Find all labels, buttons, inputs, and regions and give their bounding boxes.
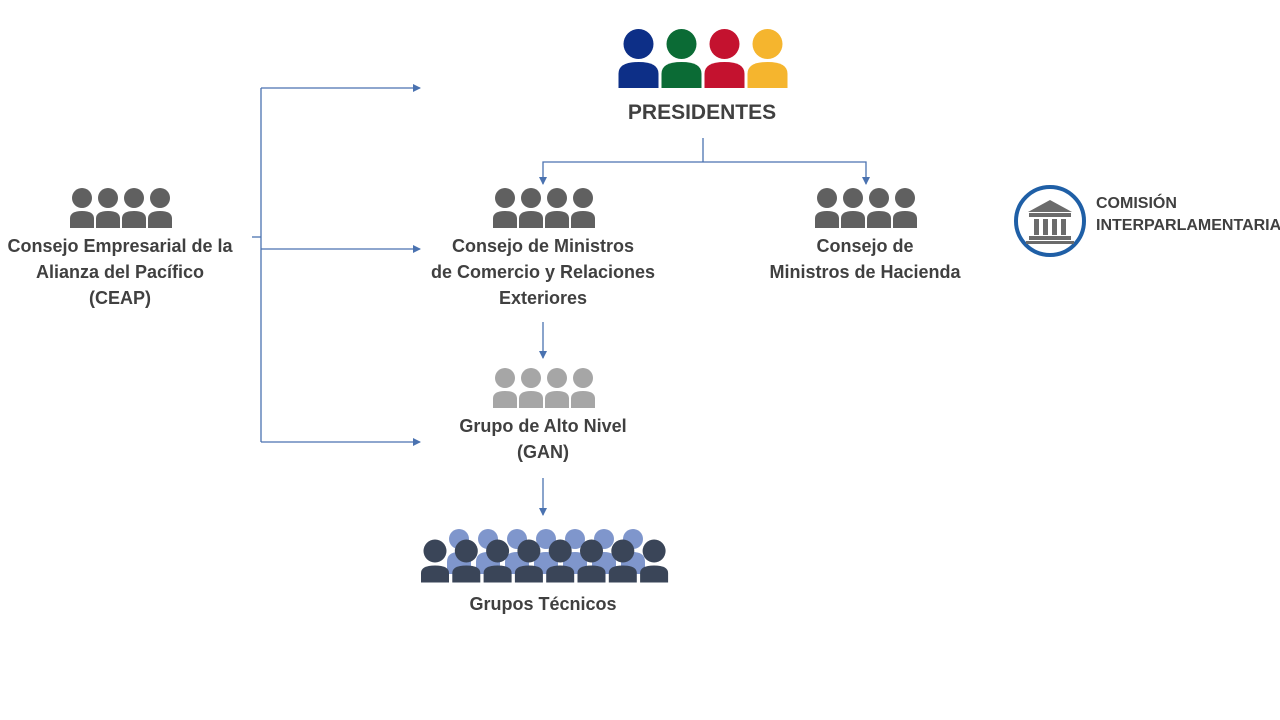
gan-icon bbox=[493, 368, 595, 408]
gan-label-line-2: (GAN) bbox=[517, 442, 569, 462]
presidentes-icon bbox=[618, 29, 788, 88]
ministros-hacienda-label: Consejo de Ministros de Hacienda bbox=[745, 233, 985, 285]
ministros-hacienda-label-line-2: Ministros de Hacienda bbox=[769, 262, 961, 282]
grupos-tecnicos-icon bbox=[421, 529, 669, 583]
ceap-icon bbox=[70, 188, 172, 228]
ministros-comercio-label: Consejo de Ministros de Comercio y Relac… bbox=[413, 233, 673, 311]
presidentes-label: PRESIDENTES bbox=[582, 100, 822, 126]
presidentes-to-comercio-connector bbox=[539, 161, 703, 185]
presidentes-to-hacienda-connector bbox=[703, 161, 870, 185]
ministros-comercio-label-line-2: de Comercio y Relaciones bbox=[430, 262, 656, 282]
ministros-comercio-label-line-3: Exteriores bbox=[498, 288, 588, 308]
ceap-label-line-2: Alianza del Pacífico bbox=[35, 262, 205, 282]
ministros-hacienda-icon bbox=[815, 188, 917, 228]
ministros-comercio-label-line-1: Consejo de Ministros bbox=[451, 236, 635, 256]
gan-label-line-1: Grupo de Alto Nivel bbox=[459, 416, 627, 436]
ceap-label-line-3: (CEAP) bbox=[89, 288, 151, 308]
presidentes-label-line: PRESIDENTES bbox=[627, 101, 777, 124]
gan-label: Grupo de Alto Nivel (GAN) bbox=[433, 413, 653, 465]
ministros-comercio-icon bbox=[493, 188, 595, 228]
institution-building-icon bbox=[1014, 185, 1086, 257]
ceap-label-line-1: Consejo Empresarial de la bbox=[7, 236, 233, 256]
grupos-tecnicos-label: Grupos Técnicos bbox=[433, 591, 653, 617]
comision-label-line-1: COMISIÓN bbox=[1096, 195, 1177, 212]
grupos-tecnicos-label-line: Grupos Técnicos bbox=[469, 594, 617, 614]
ceap-label: Consejo Empresarial de la Alianza del Pa… bbox=[0, 233, 240, 311]
comision-label-line-2: INTERPARLAMENTARIA bbox=[1096, 217, 1280, 234]
comision-label: COMISIÓN INTERPARLAMENTARIA bbox=[1096, 193, 1280, 237]
ministros-hacienda-label-line-1: Consejo de bbox=[816, 236, 914, 256]
